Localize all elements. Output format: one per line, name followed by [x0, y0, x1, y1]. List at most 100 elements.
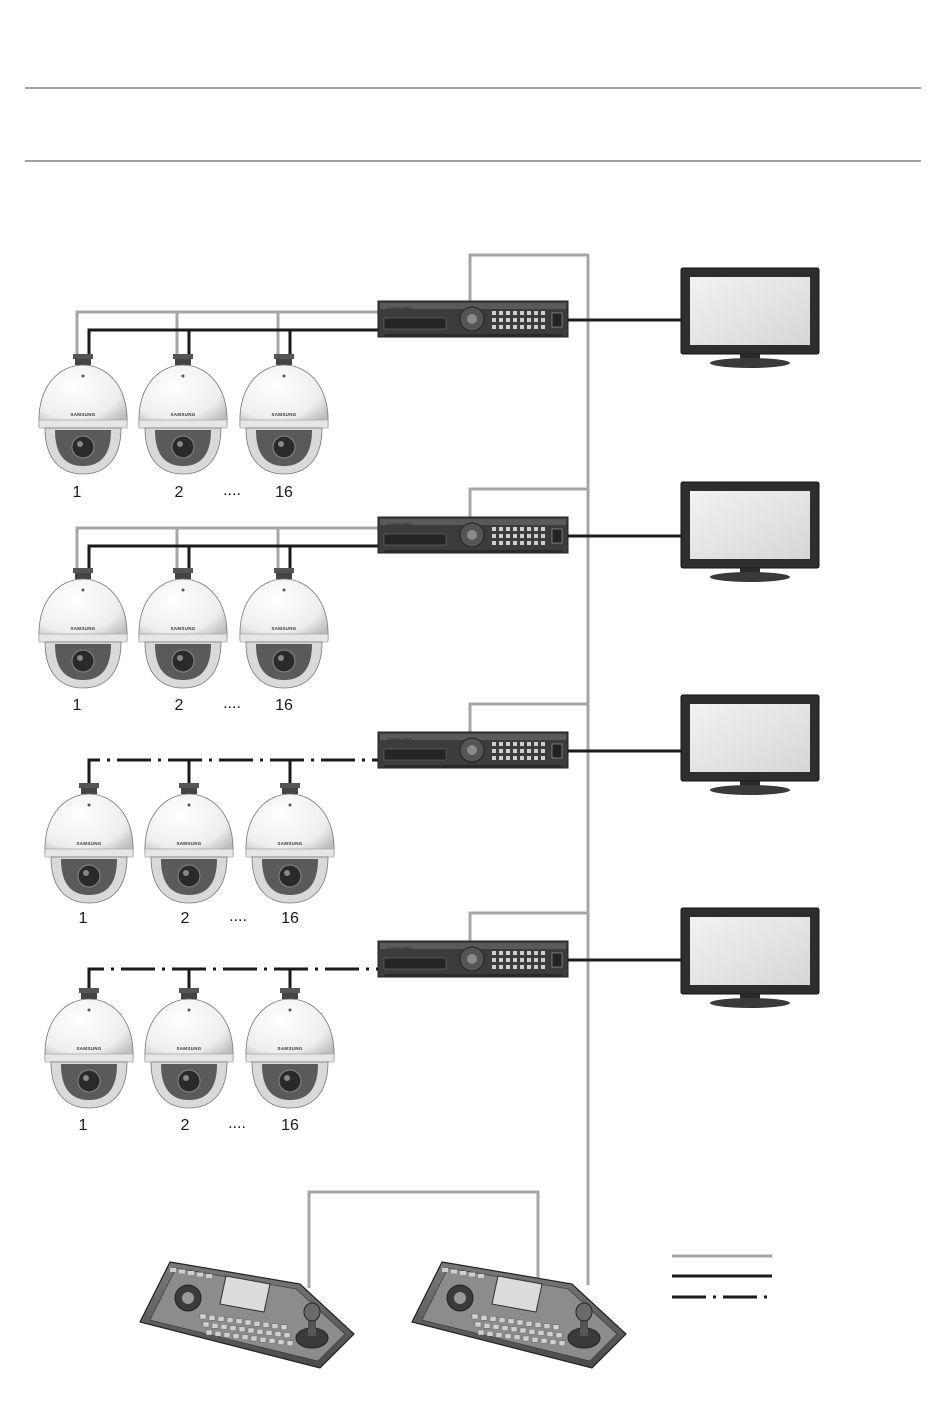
camera-brand-text: SAMSUNG [70, 626, 95, 631]
dvr-jog-center [467, 954, 477, 964]
dvr-button [541, 325, 545, 329]
camera-brand-text: SAMSUNG [277, 1046, 302, 1051]
rs485-tap-line [470, 255, 588, 301]
dvr-button [506, 527, 510, 531]
dvr-button [499, 527, 503, 531]
dvr-jog-center [467, 530, 477, 540]
dvr-button [534, 534, 538, 538]
ptz-dome-camera: SAMSUNG [45, 783, 133, 903]
dvr-display [384, 534, 446, 545]
camera-connector [179, 783, 199, 788]
camera-number-label: 16 [281, 910, 299, 927]
keyboard-key [550, 1340, 556, 1345]
dvr-button [527, 541, 531, 545]
dvr-button [492, 749, 496, 753]
dvr-button [541, 756, 545, 760]
camera-screw [283, 589, 286, 592]
camera-number-label: 1 [79, 910, 88, 927]
dvr-button [527, 951, 531, 955]
monitor-stand [710, 998, 790, 1008]
keyboard-key [212, 1323, 218, 1328]
dvr-button [499, 325, 503, 329]
dvr-base [384, 974, 562, 977]
camera-band [45, 849, 133, 857]
ptz-dome-camera: SAMSUNG [139, 568, 227, 688]
camera-number-label: 16 [281, 1117, 299, 1134]
dvr-button [506, 749, 510, 753]
joystick-knob [304, 1303, 320, 1321]
camera-lens-glint [278, 655, 284, 661]
camera-screw [188, 1009, 191, 1012]
monitor [681, 908, 819, 1008]
keyboard-key [203, 1322, 209, 1327]
dvr-button [492, 541, 496, 545]
dvr-button [541, 742, 545, 746]
keyboard-function-key [451, 1270, 457, 1274]
dvr-button [520, 311, 524, 315]
dvr-button [499, 742, 503, 746]
keyboard-key [511, 1327, 517, 1332]
camera-screw [182, 589, 185, 592]
dvr-button [520, 742, 524, 746]
dvr-button [499, 541, 503, 545]
dvr-button [492, 318, 496, 322]
coax-bus-line [89, 330, 378, 354]
camera-brand-text: SAMSUNG [170, 626, 195, 631]
camera-lens-glint [284, 1075, 290, 1081]
ptz-dome-camera: SAMSUNG [246, 988, 334, 1108]
dvr-button [534, 756, 538, 760]
camera-number-label: 2 [175, 484, 184, 501]
camera-brand-text: SAMSUNG [76, 841, 101, 846]
ptz-dome-camera: SAMSUNG [246, 783, 334, 903]
camera-band [145, 1054, 233, 1062]
camera-band [240, 420, 328, 428]
dvr-button [541, 527, 545, 531]
camera-band [139, 634, 227, 642]
dvr-button [513, 527, 517, 531]
dvr-button [527, 756, 531, 760]
dvr-button [527, 318, 531, 322]
dvr-button [513, 742, 517, 746]
keyboard-key [484, 1323, 490, 1328]
camera-mount [181, 788, 197, 794]
camera-number-label: 1 [73, 697, 82, 714]
dvr-button [527, 958, 531, 962]
dvr-jog-center [467, 745, 477, 755]
camera-connector [79, 988, 99, 993]
camera-lens [273, 650, 295, 672]
camera-lens [178, 1070, 200, 1092]
rs485-bus-line [77, 528, 378, 568]
keyboard-key [242, 1335, 248, 1340]
camera-lens [72, 436, 94, 458]
camera-screw [88, 804, 91, 807]
camera-lens [279, 1070, 301, 1092]
camera-lens [78, 1070, 100, 1092]
dvr-button [541, 534, 545, 538]
dvr-button [520, 951, 524, 955]
camera-lens [273, 436, 295, 458]
dvr-button [506, 325, 510, 329]
keyboard-key [239, 1327, 245, 1332]
monitor [681, 268, 819, 368]
dvr-button [520, 318, 524, 322]
keyboard-key [287, 1341, 293, 1346]
camera-connector [79, 783, 99, 788]
camera-screw [88, 1009, 91, 1012]
joystick-knob [576, 1303, 592, 1321]
keyboard-key [209, 1315, 215, 1320]
keyboard-function-key [188, 1271, 194, 1275]
camera-lens-glint [177, 655, 183, 661]
keyboard-key [236, 1319, 242, 1324]
keyboard-key [502, 1326, 508, 1331]
dvr-button [499, 749, 503, 753]
monitor-screen [690, 917, 810, 985]
dvr-button [513, 325, 517, 329]
ptz-dome-camera: SAMSUNG [139, 354, 227, 474]
keyboard-key [481, 1315, 487, 1320]
camera-band [139, 420, 227, 428]
dvr-button [499, 756, 503, 760]
dvr-base [384, 550, 562, 553]
camera-number-label: 1 [73, 484, 82, 501]
